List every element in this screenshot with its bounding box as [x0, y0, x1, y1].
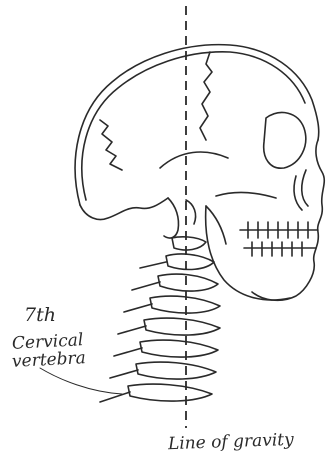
lower-teeth — [244, 242, 316, 256]
nasal-outline — [294, 170, 308, 210]
condyle — [186, 200, 196, 224]
vertebra-number-label: 7th — [24, 304, 56, 326]
mastoid-process — [164, 198, 179, 238]
upper-teeth — [240, 222, 318, 238]
squamosal-suture — [160, 152, 228, 168]
face-profile — [252, 140, 324, 300]
lambdoid-suture — [100, 120, 122, 170]
mandible-ramus — [206, 206, 226, 244]
coronal-suture — [200, 52, 212, 140]
zygomatic-arch — [216, 192, 276, 198]
orbit-outline — [264, 113, 306, 169]
cervical-spine — [100, 237, 220, 402]
vertebra-label-vertebra: vertebra — [12, 348, 87, 372]
occipital-outline — [80, 198, 168, 219]
cranium-inner-outline — [82, 52, 305, 200]
cranium-outline — [75, 45, 319, 205]
vertebra-pointer-line — [40, 368, 122, 394]
mandible — [206, 206, 290, 300]
seventh-cervical-vertebra — [128, 384, 212, 401]
